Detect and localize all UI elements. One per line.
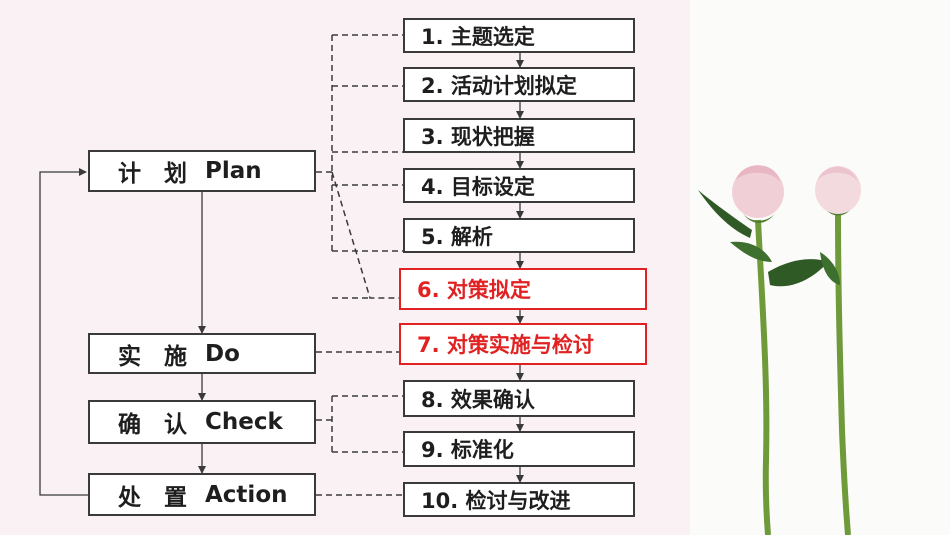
step-8: 8. 效果确认: [403, 380, 635, 417]
step-4-label: 4. 目标设定: [421, 174, 535, 199]
step-4: 4. 目标设定: [403, 168, 635, 203]
phase-check-en: Check: [205, 409, 283, 435]
phase-do: 实 施 Do: [88, 333, 316, 374]
arrow-action-feedback: [39, 168, 88, 496]
step-10-label: 10. 检讨与改进: [421, 488, 571, 513]
rose-photo: [690, 0, 950, 535]
phase-do-word: 实 施: [118, 343, 187, 370]
phase-do-en: Do: [205, 340, 240, 367]
phase-check: 确 认 Check: [88, 400, 316, 444]
step-6-label: 6. 对策拟定: [417, 278, 531, 302]
step-5: 5. 解析: [403, 218, 635, 253]
step-7-label: 7. 对策实施与检讨: [417, 333, 594, 357]
step-2: 2. 活动计划拟定: [403, 67, 635, 102]
step-3-label: 3. 现状把握: [421, 124, 535, 149]
phase-plan-word: 计 划: [118, 161, 187, 187]
step-1: 1. 主题选定: [403, 18, 635, 53]
step-5-label: 5. 解析: [421, 224, 493, 249]
step-7: 7. 对策实施与检讨: [399, 323, 647, 365]
step-1-label: 1. 主题选定: [421, 24, 535, 49]
step-6: 6. 对策拟定: [399, 268, 647, 310]
step-9: 9. 标准化: [403, 431, 635, 467]
phase-action: 处 置 Action: [88, 473, 316, 516]
step-9-label: 9. 标准化: [421, 438, 514, 462]
phase-plan-en: Plan: [205, 158, 262, 184]
phase-plan: 计 划 Plan: [88, 150, 316, 192]
phase-action-en: Action: [205, 481, 288, 508]
step-8-label: 8. 效果确认: [421, 387, 535, 412]
step-3: 3. 现状把握: [403, 118, 635, 153]
phase-check-word: 确 认: [118, 412, 187, 438]
step-2-label: 2. 活动计划拟定: [421, 73, 577, 98]
phase-action-word: 处 置: [118, 484, 187, 511]
step-10: 10. 检讨与改进: [403, 482, 635, 517]
